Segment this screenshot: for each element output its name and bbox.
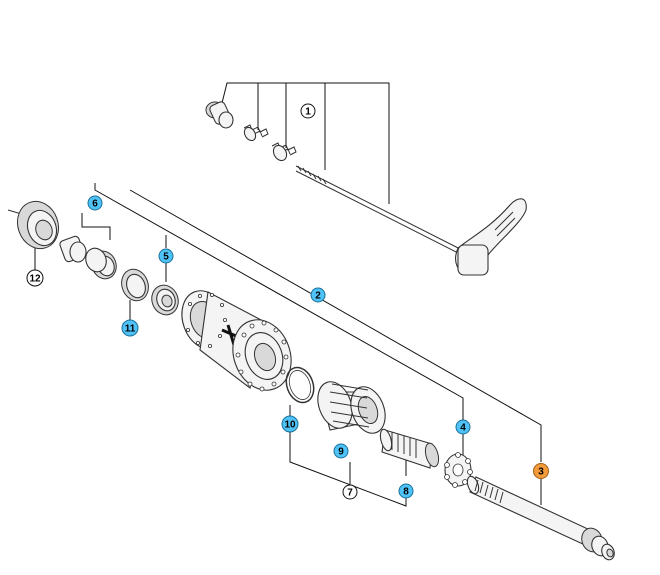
- dust-cap: [16, 200, 60, 250]
- cone-left: [85, 247, 117, 280]
- leader-6: [81, 213, 111, 240]
- callout-10-label: 10: [284, 420, 296, 431]
- skewer-nut: [205, 101, 234, 129]
- callout-6: 6: [87, 195, 103, 211]
- callout-8: 8: [398, 483, 414, 499]
- callout-4-label: 4: [460, 423, 466, 434]
- o-ring: [285, 366, 315, 404]
- callout-1-label: 1: [305, 107, 311, 118]
- callout-11-label: 11: [125, 324, 136, 335]
- leader-3: [129, 189, 542, 462]
- leader-1: [221, 82, 390, 204]
- leader-lines: [34, 82, 542, 507]
- bearing-left: [151, 284, 179, 316]
- callout-7: 7: [342, 484, 358, 500]
- freehub-body: [317, 381, 386, 434]
- lock-nut-left: [59, 235, 87, 263]
- callout-11: 11: [121, 319, 139, 337]
- skewer-assembly: [205, 101, 527, 276]
- freehub-sleeve: [379, 428, 440, 469]
- hub-body: [181, 290, 292, 392]
- callout-10: 10: [281, 415, 299, 433]
- axle: [466, 475, 615, 561]
- callout-8-label: 8: [403, 487, 409, 498]
- callout-7-label: 7: [347, 488, 353, 499]
- callout-12: 12: [26, 269, 44, 287]
- callout-2: 2: [310, 287, 326, 303]
- skewer-spring-1: [243, 124, 269, 142]
- callout-9-label: 9: [338, 447, 344, 458]
- seal-ring: [121, 268, 149, 302]
- callout-3-label: 3: [538, 467, 544, 478]
- skewer-lever: [455, 198, 527, 276]
- leader-7: [289, 431, 407, 507]
- callout-1: 1: [300, 103, 316, 119]
- skewer-rod: [295, 165, 471, 260]
- callout-2-label: 2: [315, 291, 321, 302]
- skewer-spring-2: [271, 142, 297, 162]
- callout-5: 5: [158, 248, 174, 264]
- leader-2: [94, 183, 464, 420]
- callout-3: 3: [533, 463, 549, 479]
- callout-6-label: 6: [92, 199, 98, 210]
- callout-9: 9: [333, 443, 349, 459]
- ratchet-ring: [444, 452, 473, 488]
- callout-5-label: 5: [163, 252, 169, 263]
- callout-12-label: 12: [29, 274, 41, 285]
- callout-4: 4: [455, 419, 471, 435]
